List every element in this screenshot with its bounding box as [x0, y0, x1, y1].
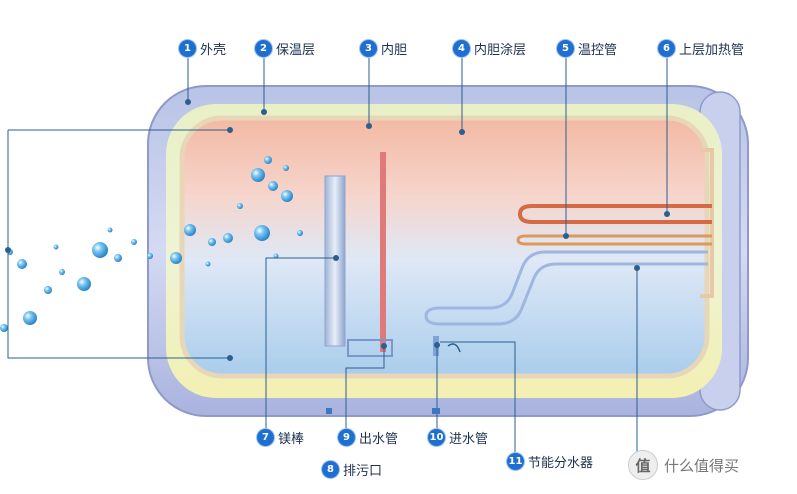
label-text: 排污口 — [343, 464, 383, 479]
label-text: 内胆涂层 — [474, 43, 527, 58]
number-badge: 5 — [557, 40, 574, 57]
drain-fitting — [347, 339, 393, 357]
label-text: 节能分水器 — [528, 456, 594, 471]
water-bubbles — [0, 156, 303, 332]
inlet-arrow — [447, 343, 461, 353]
label-text: 内胆 — [381, 43, 408, 58]
number-badge: 10 — [428, 429, 445, 446]
label-inner-tank: 3 内胆 — [360, 39, 407, 58]
label-thermostat-tube: 5 温控管 — [557, 39, 617, 58]
number-badge: 4 — [453, 40, 470, 57]
thermostat-tube — [516, 234, 712, 246]
number-badge: 2 — [255, 40, 272, 57]
label-tank-coating: 4 内胆涂层 — [453, 39, 526, 58]
number-badge: 3 — [360, 40, 377, 57]
magnesium-rod — [324, 175, 346, 347]
number-badge: 6 — [658, 40, 675, 57]
label-text: 温控管 — [578, 43, 618, 58]
leader-lines — [7, 58, 668, 470]
leader-dots — [5, 99, 670, 361]
number-badge: 8 — [322, 461, 339, 478]
label-outlet-pipe: 9 出水管 — [338, 428, 398, 447]
label-drain: 8 排污口 — [322, 460, 382, 479]
heating-tube — [517, 204, 712, 224]
label-shell: 1 外壳 — [179, 39, 226, 58]
label-text: 保温层 — [276, 43, 316, 58]
outlet-pipe — [380, 152, 386, 352]
label-inlet-pipe: 10 进水管 — [428, 428, 488, 447]
number-badge: 1 — [179, 40, 196, 57]
fittings — [326, 408, 440, 414]
number-badge: 7 — [257, 429, 274, 446]
number-badge: 9 — [338, 429, 355, 446]
number-badge: 11 — [507, 453, 524, 470]
distributor-pipe — [424, 250, 708, 326]
label-water-distributor: 11 节能分水器 — [507, 452, 593, 471]
inner-tank — [179, 115, 710, 379]
label-text: 进水管 — [449, 432, 489, 447]
label-insulation: 2 保温层 — [255, 39, 315, 58]
label-text: 镁棒 — [278, 432, 305, 447]
label-text: 出水管 — [359, 432, 399, 447]
watermark: 值 什么值得买 — [628, 450, 739, 480]
watermark-badge: 值 — [628, 450, 658, 480]
label-text: 上层加热管 — [679, 43, 745, 58]
label-magnesium-rod: 7 镁棒 — [257, 428, 304, 447]
label-text: 外壳 — [200, 43, 227, 58]
watermark-text: 什么值得买 — [664, 456, 740, 475]
label-heating-tube: 6 上层加热管 — [658, 39, 744, 58]
